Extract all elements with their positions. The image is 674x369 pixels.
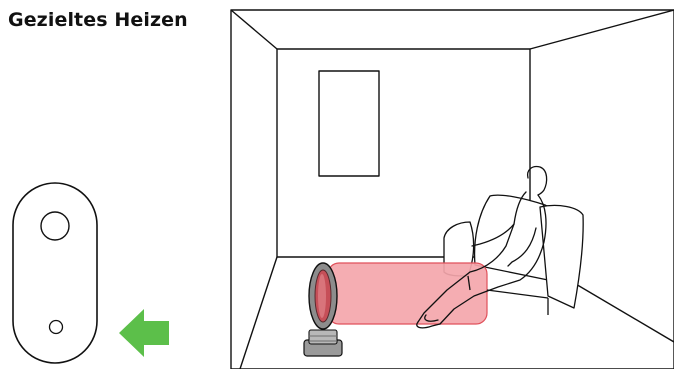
remote-body [13,183,97,363]
remote-control-icon [13,183,97,363]
heat-zone [328,263,487,324]
fan-pedestal [309,330,337,344]
edge-top-right [530,10,674,49]
edge-top-left [231,10,277,49]
arrow-left-icon [119,309,169,357]
edge-bottom-left [240,257,277,369]
armchair-seat-front [487,290,548,298]
wall-picture-frame [319,71,379,176]
remote-main-button [41,212,69,240]
remote-small-button [50,321,63,334]
